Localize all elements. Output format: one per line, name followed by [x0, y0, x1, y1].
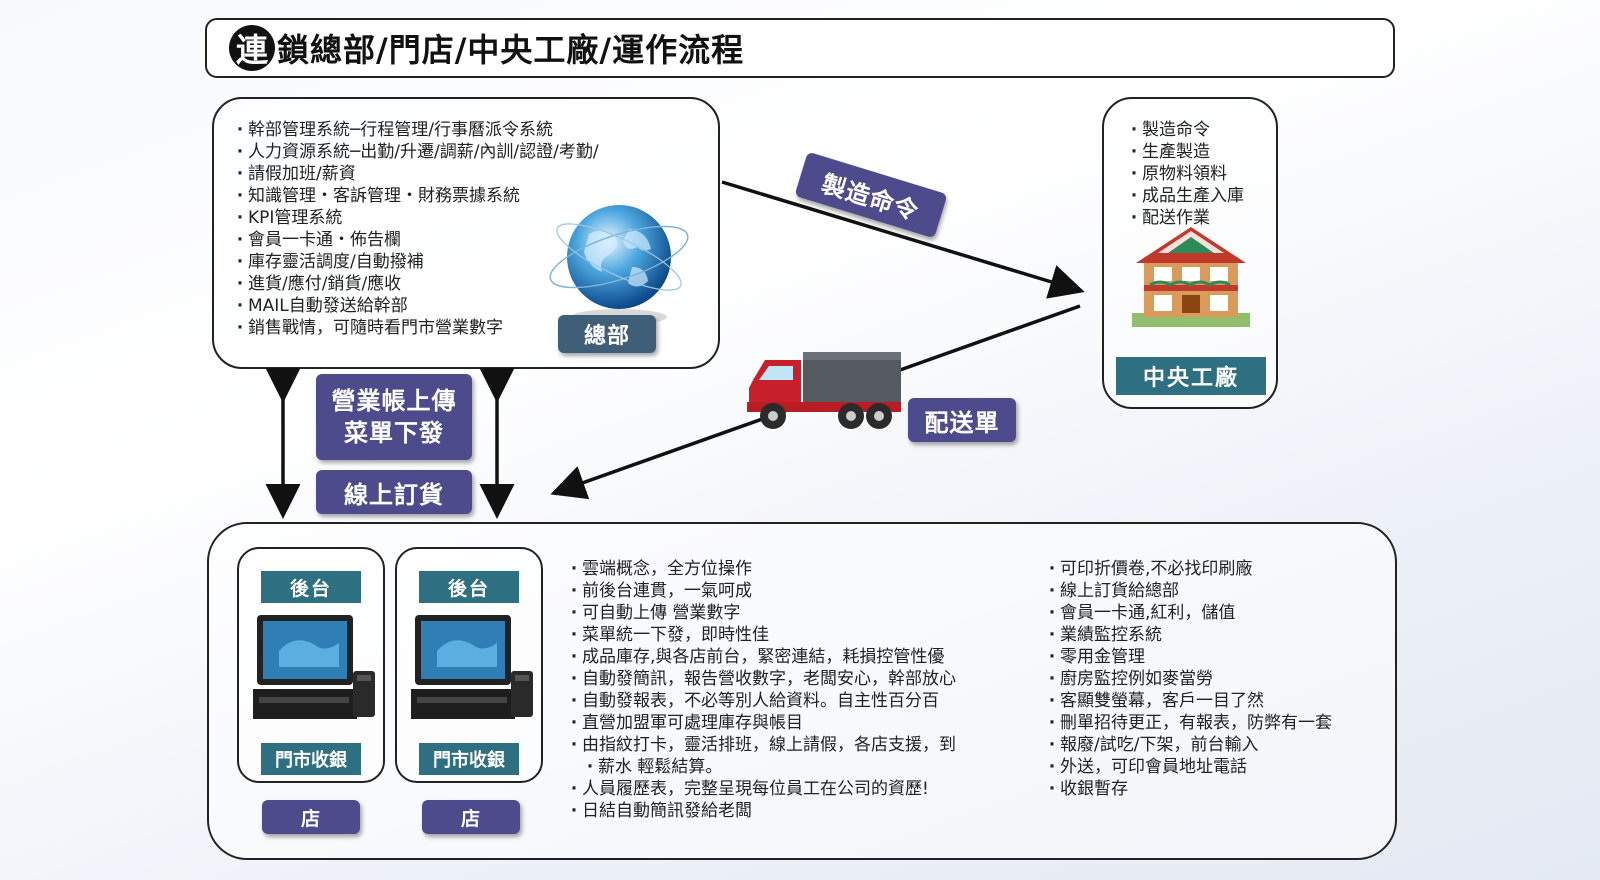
truck-icon	[747, 352, 901, 429]
arrow-hq-to-factory	[721, 180, 1085, 299]
list-item: 會員一卡通,紅利，儲值	[1044, 602, 1332, 624]
list-item: 外送，可印會員地址電話	[1044, 756, 1332, 778]
title-lead-char: 連	[229, 25, 275, 71]
pos-terminal-icon	[411, 615, 533, 719]
pos-terminal-icon	[253, 615, 375, 719]
list-item: 客顯雙螢幕，客戶一目了然	[1044, 690, 1332, 712]
factory-building-icon	[1132, 227, 1250, 327]
list-item: 成品庫存,與各店前台，緊密連結，耗損控管性優	[566, 646, 956, 668]
store-1-bottom-label: 門市收銀	[261, 743, 361, 775]
list-item: 零用金管理	[1044, 646, 1332, 668]
list-item: 直營加盟軍可處理庫存與帳目	[566, 712, 956, 734]
list-item: 菜單統一下發，即時性佳	[566, 624, 956, 646]
list-item: 可印折價卷,不必找印刷廠	[1044, 558, 1332, 580]
list-item: 幹部管理系統─行程管理/行事曆派令系統	[232, 119, 599, 141]
store-features-left: 雲端概念，全方位操作 前後台連貫，一氣呵成 可自動上傳 營業數字 菜單統一下發，…	[566, 558, 956, 822]
hq-label: 總部	[558, 315, 656, 353]
list-item: 雲端概念，全方位操作	[566, 558, 956, 580]
store-features-right: 可印折價卷,不必找印刷廠 線上訂貨給總部 會員一卡通,紅利，儲值 業績監控系統 …	[1044, 558, 1332, 800]
factory-box: 製造命令 生產製造 原物料領料 成品生產入庫 配送作業 中央工廠	[1102, 97, 1278, 409]
list-item: 由指紋打卡，靈活排班，線上請假，各店支援，到	[566, 734, 956, 756]
store-2-bottom-label: 門市收銀	[419, 743, 519, 775]
list-item: 成品生產入庫	[1126, 185, 1244, 207]
list-item: 請假加班/薪資	[232, 163, 599, 185]
list-item: 人員履歷表，完整呈現每位員工在公司的資歷!	[566, 778, 956, 800]
globe-icon	[549, 205, 689, 325]
store-2-top-label: 後台	[419, 571, 519, 603]
list-item: 庫存靈活調度/自動撥補	[232, 251, 599, 273]
upload-line2: 菜單下發	[344, 419, 444, 447]
store-2-footer: 店	[422, 800, 520, 834]
list-item: 會員一卡通・佈告欄	[232, 229, 599, 251]
list-item: 配送作業	[1126, 207, 1244, 229]
list-item: 前後台連貫，一氣呵成	[566, 580, 956, 602]
factory-task-list: 製造命令 生產製造 原物料領料 成品生產入庫 配送作業	[1126, 119, 1244, 229]
upload-menu-tag: 營業帳上傳 菜單下發	[316, 374, 472, 460]
list-item: 業績監控系統	[1044, 624, 1332, 646]
list-item: 日結自動簡訊發給老闆	[566, 800, 956, 822]
list-item: 報廢/試吃/下架，前台輸入	[1044, 734, 1332, 756]
list-item: 原物料領料	[1126, 163, 1244, 185]
page-title: 鎖總部/門店/中央工廠/運作流程	[277, 31, 745, 69]
store-1-footer: 店	[262, 800, 360, 834]
list-item: KPI管理系統	[232, 207, 599, 229]
upload-line1: 營業帳上傳	[331, 387, 457, 415]
list-item: 自動發簡訊，報告營收數字，老闆安心，幹部放心	[566, 668, 956, 690]
factory-label: 中央工廠	[1116, 357, 1266, 395]
list-item: 線上訂貨給總部	[1044, 580, 1332, 602]
title-bar: 連 鎖總部/門店/中央工廠/運作流程	[205, 18, 1395, 78]
list-item: MAIL自動發送給幹部	[232, 295, 599, 317]
hq-feature-list: 幹部管理系統─行程管理/行事曆派令系統 人力資源系統─出勤/升遷/調薪/內訓/認…	[232, 119, 599, 339]
list-item: 薪水 輕鬆結算。	[566, 756, 956, 778]
hq-box: 幹部管理系統─行程管理/行事曆派令系統 人力資源系統─出勤/升遷/調薪/內訓/認…	[212, 97, 720, 369]
list-item: 銷售戰情，可隨時看門市營業數字	[232, 317, 599, 339]
list-item: 自動發報表，不必等別人給資料。自主性百分百	[566, 690, 956, 712]
list-item: 知識管理・客訴管理・財務票據系統	[232, 185, 599, 207]
list-item: 人力資源系統─出勤/升遷/調薪/內訓/認證/考勤/	[232, 141, 599, 163]
list-item: 生產製造	[1126, 141, 1244, 163]
list-item: 廚房監控例如麥當勞	[1044, 668, 1332, 690]
list-item: 刪單招待更正，有報表，防弊有一套	[1044, 712, 1332, 734]
store-card-2: 後台 門市收銀	[395, 547, 543, 783]
online-order-tag: 線上訂貨	[316, 470, 472, 514]
list-item: 可自動上傳 營業數字	[566, 602, 956, 624]
store-card-1: 後台 門市收銀	[237, 547, 385, 783]
store-1-top-label: 後台	[261, 571, 361, 603]
list-item: 收銀暫存	[1044, 778, 1332, 800]
delivery-note-tag: 配送單	[908, 398, 1016, 442]
list-item: 進貨/應付/銷貨/應收	[232, 273, 599, 295]
list-item: 製造命令	[1126, 119, 1244, 141]
